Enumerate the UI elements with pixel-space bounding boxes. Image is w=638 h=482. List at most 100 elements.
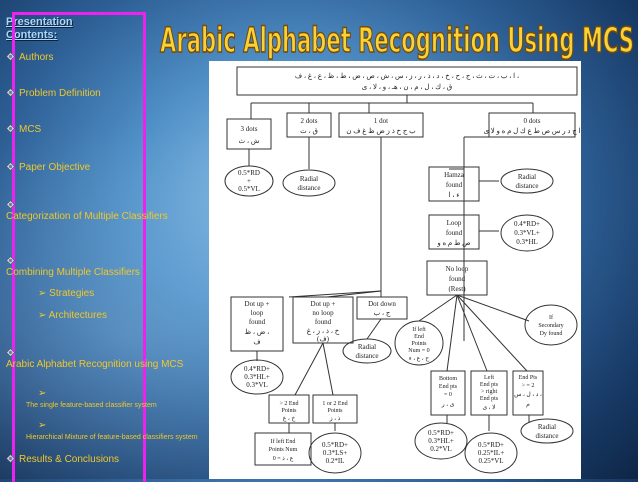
svg-text:0.3*VL+: 0.3*VL+ — [514, 229, 540, 237]
svg-text:Radial: Radial — [538, 423, 556, 431]
toc-item[interactable]: Authors — [6, 52, 53, 63]
svg-text:ق ، ت: ق ، ت — [300, 127, 318, 135]
svg-text:End pts: End pts — [480, 396, 499, 402]
toc-item-label: Strategies — [49, 288, 95, 299]
svg-text:If left: If left — [412, 326, 426, 333]
svg-text:Hamza: Hamza — [444, 171, 465, 179]
svg-text:If: If — [549, 314, 553, 321]
svg-text:End pts: End pts — [480, 382, 499, 388]
svg-text:0.25*IL+: 0.25*IL+ — [478, 449, 504, 457]
formula-b-oval — [308, 432, 362, 474]
svg-text:> 2 End: > 2 End — [279, 401, 298, 407]
svg-text:Dot up +: Dot up + — [311, 300, 336, 308]
toc-item[interactable]: Results & Conclusions — [6, 454, 119, 465]
svg-text:ب ج خ ذ ز ض ظ غ ف ن: ب ج خ ذ ز ض ظ غ ف ن — [346, 127, 416, 135]
svg-text:ح ، ع ، ء: ح ، ع ، ء — [409, 356, 429, 362]
svg-text:0.4*RD+: 0.4*RD+ — [244, 365, 270, 373]
formula-loop-oval — [500, 214, 554, 252]
toc-item[interactable]: ➢ The single feature-based classifier sy… — [26, 388, 169, 410]
bullet-diamond-icon — [6, 454, 15, 463]
svg-text:0.2*VL: 0.2*VL — [430, 445, 452, 453]
svg-text:0.3*HL+: 0.3*HL+ — [244, 373, 270, 381]
svg-text:1 or 2 End: 1 or 2 End — [322, 401, 347, 407]
svg-text:ص ط م ه و: ص ط م ه و — [436, 239, 470, 247]
left-end-points-oval — [394, 320, 444, 366]
node-0-dots — [488, 112, 576, 138]
svg-text:Points Num: Points Num — [269, 447, 298, 453]
svg-text:0.5*RD: 0.5*RD — [238, 169, 260, 177]
toc-item-label: Problem Definition — [19, 88, 101, 99]
svg-text:distance: distance — [298, 184, 321, 192]
svg-text:Points: Points — [327, 408, 343, 414]
svg-text:ق ، ك ، ل ، م ، ن ، هـ ، و ، ل: ق ، ك ، ل ، م ، ن ، هـ ، و ، لا ، ى — [362, 83, 452, 91]
toc-item[interactable]: ➢ Architectures — [38, 310, 107, 321]
toc-item-label: Combining Multiple Classifiers — [6, 267, 140, 278]
toc-item-label: Results & Conclusions — [19, 454, 120, 465]
slide-title: Arabic Alphabet Recognition Using MCS — [158, 14, 636, 60]
bullet-diamond-icon — [6, 200, 15, 209]
toc-item[interactable]: Categorization of Multiple Classifiers — [6, 200, 168, 222]
radial-distance-oval-4 — [520, 418, 574, 444]
svg-text:Left: Left — [484, 374, 494, 381]
toc-item[interactable]: Problem Definition — [6, 88, 101, 99]
svg-text:ء ، ا: ء ، ا — [449, 191, 460, 199]
svg-text:Radial: Radial — [300, 175, 318, 183]
svg-text:2 dots: 2 dots — [301, 117, 318, 125]
toc-item[interactable]: Arabic Alphabet Recognition using MCS — [6, 348, 183, 370]
bullet-arrow-icon: ➢ — [38, 388, 47, 399]
svg-text:0.3*HL: 0.3*HL — [516, 238, 538, 246]
toc-item[interactable]: ➢ Hierarchical Mixture of feature-based … — [26, 420, 210, 442]
svg-text:distance: distance — [516, 182, 539, 190]
toc-item[interactable]: Paper Objective — [6, 162, 90, 173]
svg-text:(Rest): (Rest) — [448, 285, 466, 293]
svg-text:= 0: = 0 — [444, 392, 452, 398]
flowchart-diagram: ا ، ب ، ت ، ث ، ج ، ح ، خ ، د ، ذ ، ر ، … — [209, 61, 581, 479]
svg-text:distance: distance — [356, 352, 379, 360]
toc-item[interactable]: Combining Multiple Classifiers — [6, 256, 140, 278]
svg-text:No loop: No loop — [446, 265, 469, 273]
svg-text:0.3*LS+: 0.3*LS+ — [323, 449, 347, 457]
svg-text:found: found — [249, 318, 266, 326]
formula-c-oval — [464, 432, 518, 474]
svg-text:Bottom: Bottom — [439, 376, 457, 382]
radial-distance-oval-2 — [500, 168, 554, 194]
svg-text:> right: > right — [481, 389, 498, 395]
svg-text:0.2*IL: 0.2*IL — [326, 457, 345, 465]
svg-text:Dot up +: Dot up + — [245, 300, 270, 308]
svg-text:End: End — [414, 334, 424, 340]
toc-item-label: MCS — [19, 124, 42, 135]
svg-text:0.3*VL: 0.3*VL — [246, 381, 268, 389]
svg-text:Radial: Radial — [518, 173, 536, 181]
toc-item-label: Arabic Alphabet Recognition using MCS — [6, 359, 184, 370]
node-left-end-num — [254, 432, 312, 466]
svg-text:0.5*RD+: 0.5*RD+ — [428, 429, 454, 437]
node-end-pts — [512, 370, 544, 416]
contents-frame — [12, 12, 146, 482]
node-bottom-end — [430, 370, 466, 416]
bullet-diamond-icon — [6, 88, 15, 97]
svg-text:ش ، ث: ش ، ث — [239, 137, 260, 145]
radial-distance-oval-1 — [282, 169, 336, 197]
svg-text:End Pts: End Pts — [519, 375, 538, 381]
node-hamza — [428, 166, 480, 202]
svg-text:Secondary: Secondary — [538, 323, 563, 329]
svg-text:1 dot: 1 dot — [374, 117, 388, 125]
svg-text:0.3*HL+: 0.3*HL+ — [428, 437, 454, 445]
formula-a-oval — [414, 422, 468, 460]
toc-item[interactable]: MCS — [6, 124, 41, 135]
svg-text:Dy found: Dy found — [540, 330, 563, 337]
svg-text:> = 2: > = 2 — [522, 383, 535, 389]
presentation-heading-line2: Contents: — [6, 29, 58, 41]
svg-text:Points: Points — [411, 341, 427, 347]
bullet-diamond-icon — [6, 256, 15, 265]
svg-text:ف: ف — [253, 338, 260, 346]
toc-item-label: Hierarchical Mixture of feature-based cl… — [26, 434, 198, 441]
toc-item-label: The single feature-based classifier syst… — [26, 402, 157, 409]
svg-text:Points: Points — [281, 408, 297, 414]
svg-text:Loop: Loop — [447, 219, 462, 227]
svg-text:لا ، ى: لا ، ى — [482, 404, 495, 411]
bullet-diamond-icon — [6, 162, 15, 171]
bullet-diamond-icon — [6, 124, 15, 133]
toc-item[interactable]: ➢ Strategies — [38, 288, 94, 299]
svg-text:ا ، ب ، ت ، ث ، ج ، ح ، خ ، د: ا ، ب ، ت ، ث ، ج ، ح ، خ ، د ، ذ ، ر ، … — [295, 72, 519, 80]
